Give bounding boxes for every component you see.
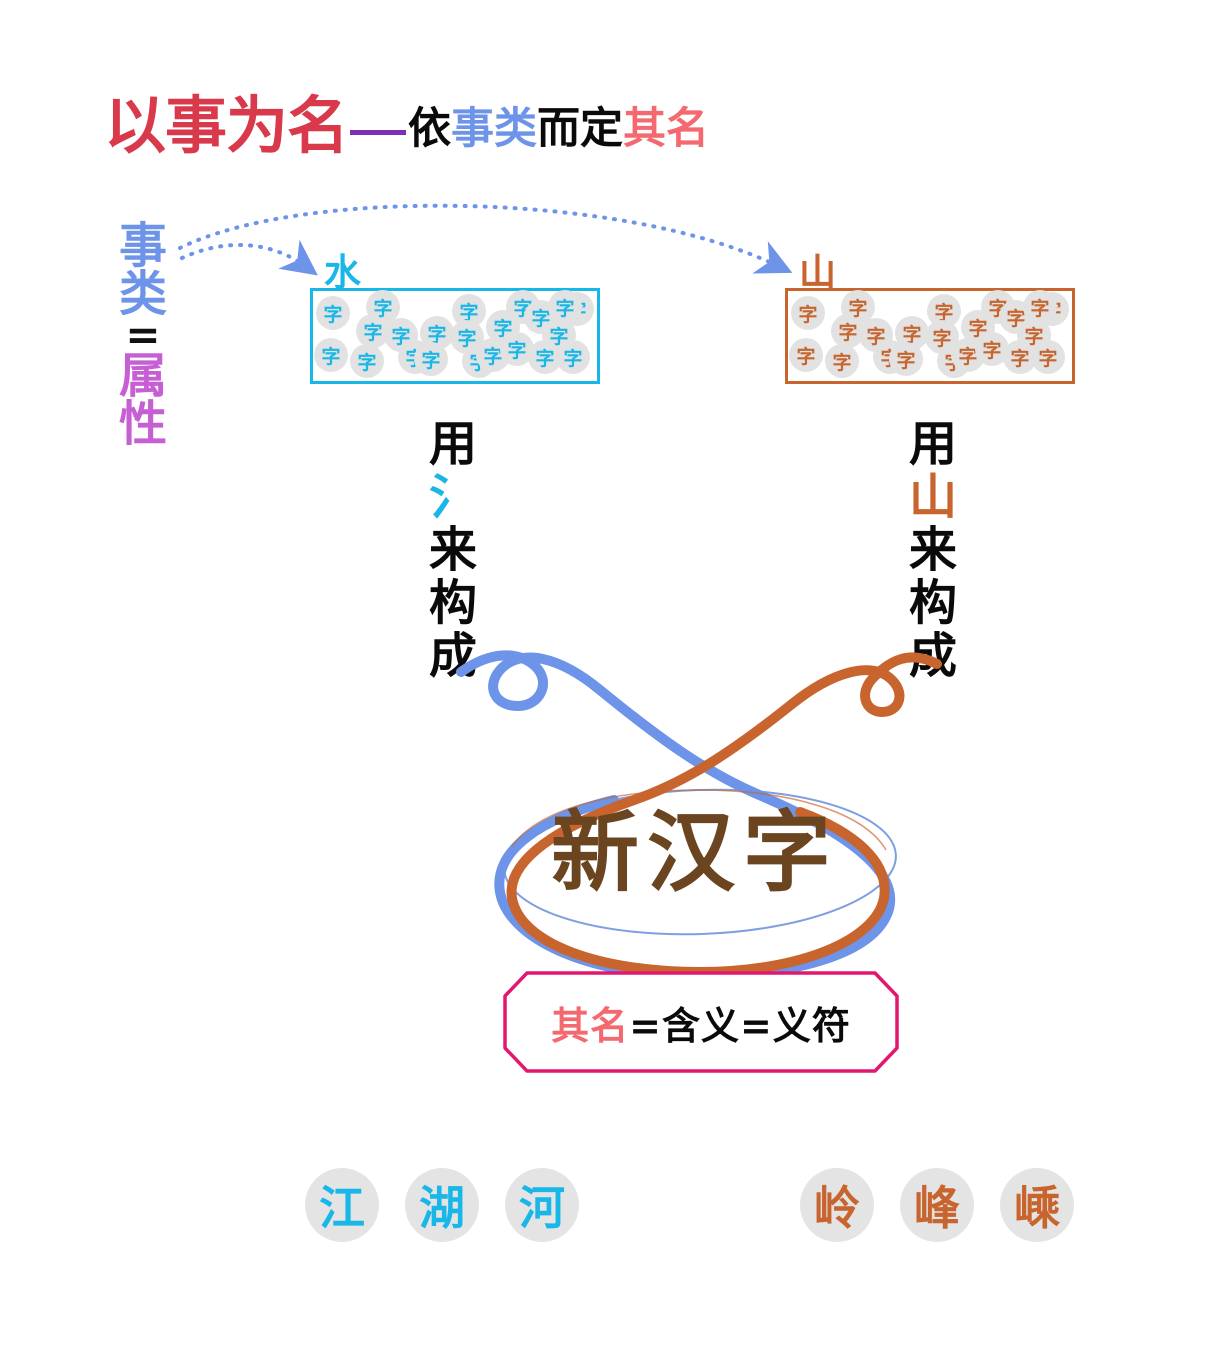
character-chip: 字 — [1023, 290, 1057, 324]
example-row-water: 江 湖 河 — [305, 1168, 579, 1242]
character-chip: 字 — [314, 338, 348, 372]
result-label: 新汉字 — [550, 801, 839, 904]
character-chip: 字 — [316, 296, 350, 330]
title-dash — [350, 130, 407, 135]
example-chip-mountain-0[interactable]: 岭 — [800, 1168, 874, 1242]
character-chip: 字 — [548, 290, 582, 324]
arrow-to-water — [180, 239, 318, 276]
category-group-mountain: 山 字字字字字字字字字字字字字字字字字字字字字字 — [785, 254, 1075, 384]
construct-text-water: 用 氵 来 构 成 — [423, 418, 483, 683]
character-chip: 字 — [356, 314, 390, 348]
construct-mountain-4: 成 — [908, 628, 957, 684]
construct-water-0: 用 — [428, 416, 477, 472]
example-chip-mountain-2[interactable]: 嵊 — [1000, 1168, 1074, 1242]
category-box-water — [310, 288, 600, 384]
attribute-label-top: 事类 — [118, 218, 167, 322]
definition-part-1: =含义=义符 — [629, 1003, 851, 1048]
example-chip-water-1[interactable]: 湖 — [405, 1168, 479, 1242]
category-head-water: 水 — [324, 251, 361, 294]
construct-mountain-2: 来 — [908, 522, 957, 578]
construct-water-1: 氵 — [428, 469, 477, 525]
attribute-label: 事类 = 属性 — [112, 222, 174, 448]
category-head-mountain: 山 — [799, 251, 836, 294]
definition-box: 其名 =含义=义符 — [505, 973, 897, 1071]
title-sub-part-0: 依 — [408, 104, 452, 154]
category-box-mountain — [785, 288, 1075, 384]
construct-mountain-1: 山 — [908, 469, 957, 525]
attribute-label-bottom: 属性 — [118, 348, 167, 452]
construct-mountain-3: 构 — [908, 575, 957, 631]
character-chip: 字 — [791, 296, 825, 330]
construct-mountain-0: 用 — [908, 416, 957, 472]
title-main-text: 以事为名 — [104, 89, 349, 162]
character-chip: 字 — [1031, 340, 1065, 374]
character-chip: 字 — [825, 344, 859, 378]
character-chip: 字 — [500, 332, 534, 366]
character-field-water: 字字字字字字字字字字字字字字字字字字字字字字 — [310, 288, 600, 384]
character-field-mountain: 字字字字字字字字字字字字字字字字字字字字字字 — [785, 288, 1075, 384]
definition-part-0: 其名 — [551, 1003, 630, 1048]
character-chip: 字 — [556, 340, 590, 374]
construct-water-4: 成 — [428, 628, 477, 684]
definition-text: 其名 =含义=义符 — [505, 973, 897, 1071]
title-sub-part-1: 事类 — [451, 104, 538, 154]
example-chip-water-2[interactable]: 河 — [505, 1168, 579, 1242]
construct-water-3: 构 — [428, 575, 477, 631]
arrow-to-mountain — [178, 203, 793, 274]
character-chip: 字 — [366, 290, 400, 324]
character-chip: 字 — [414, 342, 448, 376]
category-group-water: 水 字字字字字字字字字字字字字字字字字字字字字字 — [310, 254, 600, 384]
title-sub-part-3: 其名 — [623, 104, 710, 154]
attribute-label-equals: = — [125, 310, 161, 359]
character-chip: 字 — [889, 342, 923, 376]
example-chip-mountain-1[interactable]: 峰 — [900, 1168, 974, 1242]
character-chip: 字 — [789, 338, 823, 372]
example-row-mountain: 岭 峰 嵊 — [800, 1168, 1074, 1242]
title-sub-part-2: 而定 — [537, 104, 624, 154]
page-title: 以事为名 依 事类 而定 其名 — [104, 95, 709, 157]
construct-text-mountain: 用 山 来 构 成 — [903, 418, 963, 683]
character-chip: 字 — [350, 344, 384, 378]
construct-water-2: 来 — [428, 522, 477, 578]
example-chip-water-0[interactable]: 江 — [305, 1168, 379, 1242]
